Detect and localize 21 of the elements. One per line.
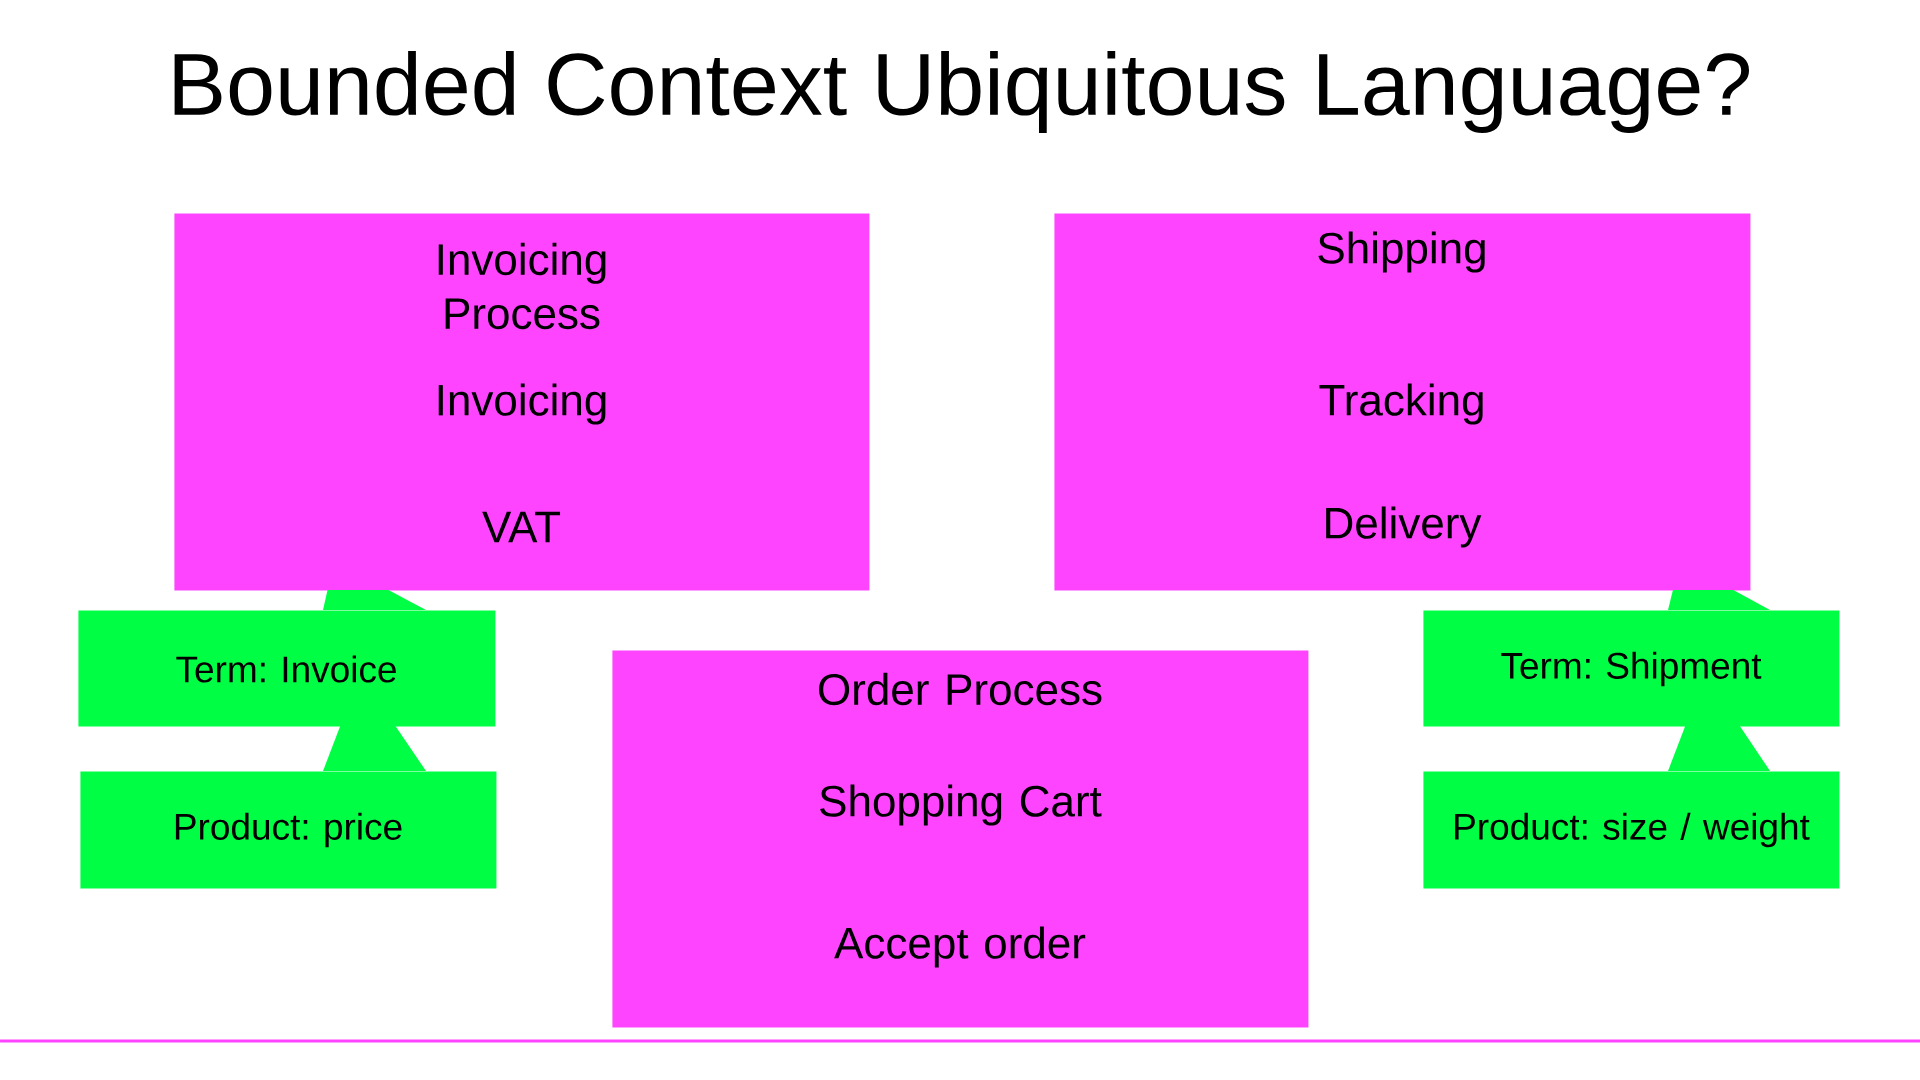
box-label: Term: Shipment [1501, 651, 1762, 687]
box-label: Order Process [819, 672, 1102, 706]
callout-pointer [323, 590, 426, 610]
box-label: Term: Invoice [176, 655, 396, 683]
context-box [174, 213, 870, 591]
box-label: Tracking [1319, 383, 1483, 425]
box-label: Invoicing [438, 383, 606, 425]
callout-pointer [1668, 590, 1770, 610]
box-label: VAT [482, 511, 561, 543]
context-box [612, 650, 1309, 1028]
box-label: Delivery [1326, 506, 1482, 548]
callout-pointer [1668, 726, 1770, 771]
box-label: Shipping [1318, 231, 1485, 273]
box-label: Product: size / weight [1455, 812, 1810, 848]
context-box [1054, 213, 1751, 591]
box-label: Product: price [175, 812, 402, 848]
box-label: Accept order [834, 926, 1086, 968]
title: Bounded Context Ubiquitous Language? [174, 51, 1749, 133]
box-label: Invoicing Process [438, 242, 606, 330]
callout-pointer [323, 726, 426, 771]
box-label: Shopping Cart [820, 784, 1102, 826]
